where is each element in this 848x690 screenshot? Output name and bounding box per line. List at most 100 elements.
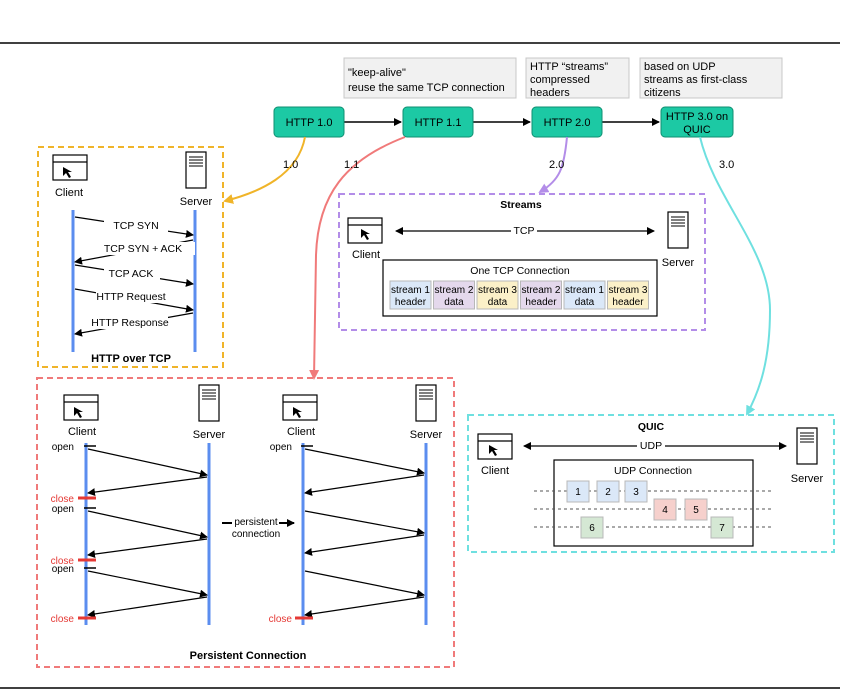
version-http10-label: HTTP 1.0 (286, 117, 333, 129)
version-http2-label: HTTP 2.0 (544, 117, 591, 129)
note-http11-line2: reuse the same TCP connection (348, 82, 505, 94)
version-http3-label-line2: QUIC (683, 124, 711, 136)
request-arrow (87, 510, 208, 540)
quic-packet: 4 (653, 498, 677, 521)
persistent-left-client-label: Client (68, 426, 96, 438)
persistent-right-server-label: Server (410, 429, 443, 441)
open-label-2: open (52, 504, 74, 515)
msg-response-label: HTTP Response (91, 317, 169, 329)
streams-panel-title: Streams (500, 199, 542, 211)
client-browser-icon (282, 394, 318, 421)
stream-cell-line2: header (612, 297, 644, 308)
stream-cell-line2: data (488, 297, 508, 308)
quic-packet-label: 5 (693, 505, 699, 516)
quic-packet-label: 1 (575, 487, 581, 498)
stream-cell-line1: stream 2 (522, 285, 561, 296)
quic-packet: 7 (710, 516, 734, 539)
note-http3-line2: streams as first-class (644, 74, 748, 86)
tcp-server-label: Server (180, 196, 213, 208)
persistent-left-arrows (87, 448, 208, 618)
connector-label-10: 1.0 (283, 159, 298, 171)
note-http2-line3: headers (530, 87, 570, 99)
note-http2-line1: HTTP “streams” (530, 61, 608, 73)
streams-tcp-label: TCP (514, 225, 535, 237)
note-http3-line3: citizens (644, 87, 681, 99)
tcp-connection-title: One TCP Connection (470, 265, 570, 277)
persistent-right-client-label: Client (287, 426, 315, 438)
quic-packet: 2 (596, 480, 620, 503)
note-http2-line2: compressed (530, 74, 590, 86)
quic-server-label: Server (791, 473, 824, 485)
stream-cell-line1: stream 1 (565, 285, 604, 296)
server-icon (796, 427, 818, 465)
stream-cell-line2: data (444, 297, 464, 308)
msg-request-label: HTTP Request (96, 291, 165, 303)
response-arrow (87, 476, 208, 497)
request-arrow (87, 448, 208, 478)
request-arrow (304, 510, 425, 536)
version-http10: HTTP 1.0 (273, 106, 345, 138)
response-arrow (87, 596, 208, 618)
tcp-panel-title: HTTP over TCP (91, 353, 171, 365)
streams-panel: Streams Client Server TCP One TCP Connec… (338, 193, 706, 331)
version-http2: HTTP 2.0 (531, 106, 603, 138)
note-http3-line1: based on UDP (644, 61, 716, 73)
open-label-3: open (52, 564, 74, 575)
close-label-3: close (51, 614, 75, 625)
note-http11: "keep-alive" reuse the same TCP connecti… (343, 57, 517, 99)
quic-packet: 1 (566, 480, 590, 503)
connector-http3 (699, 136, 772, 416)
client-browser-icon (477, 433, 513, 460)
server-icon (198, 384, 220, 422)
note-http11-line1: "keep-alive" (348, 67, 406, 79)
tcp-panel: Client Server TCP SYN TCP SYN + ACK TCP … (37, 146, 224, 368)
persistent-left-server-label: Server (193, 429, 226, 441)
persistent-right-arrows (304, 448, 425, 618)
request-arrow (87, 570, 208, 598)
server-icon (667, 211, 689, 249)
note-http2: HTTP “streams” compressed headers (525, 57, 630, 99)
version-http3: HTTP 3.0 on QUIC (660, 106, 734, 138)
quic-packet: 3 (624, 480, 648, 503)
response-arrow (304, 534, 425, 556)
stream-cell-line1: stream 3 (609, 285, 648, 296)
stream-cell-line2: data (575, 297, 595, 308)
connector-label-30: 3.0 (719, 159, 734, 171)
connector-http10 (223, 136, 306, 204)
quic-packet: 5 (684, 498, 708, 521)
stream-cell-line1: stream 3 (478, 285, 517, 296)
response-arrow (304, 596, 425, 618)
quic-client-label: Client (481, 465, 509, 477)
streams-client-label: Client (352, 249, 380, 261)
connector-label-11: 1.1 (344, 159, 359, 171)
quic-packet-label: 4 (662, 505, 668, 516)
open-label-right: open (270, 442, 292, 453)
note-http3: based on UDP streams as first-class citi… (639, 57, 783, 99)
open-label-1: open (52, 442, 74, 453)
version-http11-label: HTTP 1.1 (415, 117, 462, 129)
streams-server-label: Server (662, 257, 695, 269)
response-arrow (304, 474, 425, 496)
version-http3-label-line1: HTTP 3.0 on (666, 111, 728, 123)
persistent-middle-line2: connection (232, 529, 280, 540)
connector-http11 (309, 136, 406, 380)
quic-packet: 6 (580, 516, 604, 539)
quic-packet-label: 7 (719, 523, 725, 534)
close-label-1: close (51, 494, 75, 505)
quic-udp-label: UDP (640, 440, 662, 452)
persistent-middle-line1: persistent (234, 517, 278, 528)
stream-cell-line2: header (395, 297, 427, 308)
client-browser-icon (52, 154, 88, 181)
quic-packet-label: 6 (589, 523, 595, 534)
msg-ack-label: TCP ACK (109, 268, 154, 280)
server-icon (415, 384, 437, 422)
client-browser-icon (347, 217, 383, 244)
msg-syn-label: TCP SYN (113, 220, 158, 232)
stream-cell-line1: stream 2 (435, 285, 474, 296)
